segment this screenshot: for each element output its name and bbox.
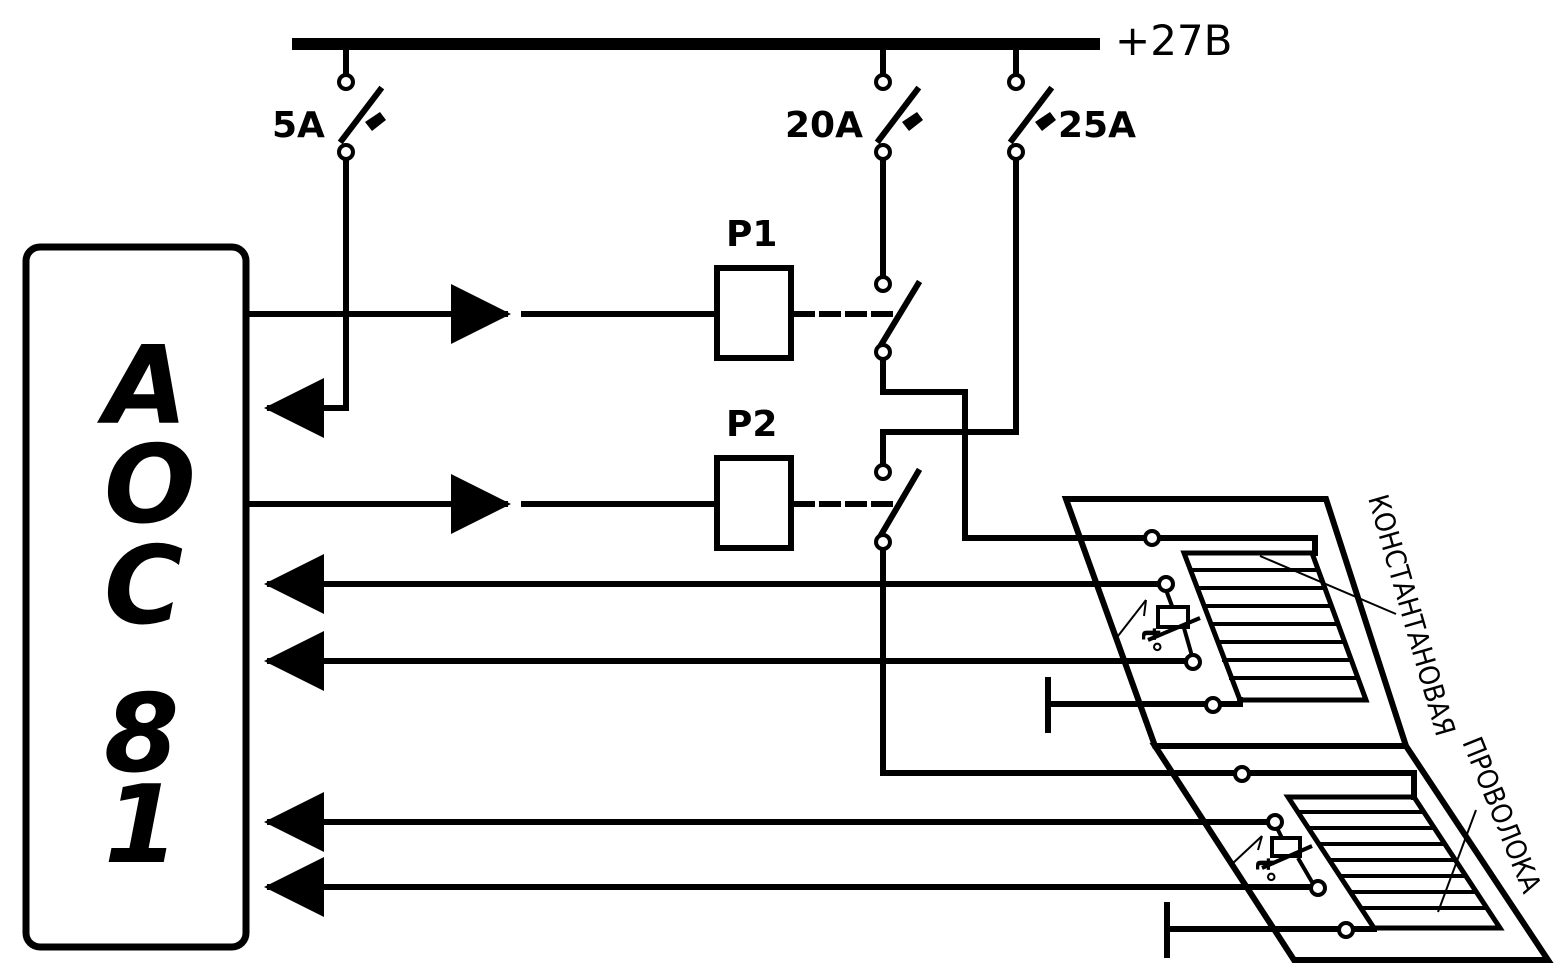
terminal-1a — [1143, 529, 1161, 547]
terminal-2b — [1266, 813, 1284, 831]
terminal-2c — [1309, 879, 1327, 897]
breaker-20a-label: 20А — [785, 105, 863, 146]
bus-voltage-label: +27В — [1115, 16, 1232, 65]
device-char-1: А — [96, 324, 188, 449]
ground-2 — [1164, 902, 1341, 958]
relay-p2-label: Р2 — [726, 404, 777, 445]
device-char-4: 8 — [104, 672, 179, 797]
heating-element-1 — [1141, 535, 1370, 707]
breaker-25a-label: 25А — [1058, 105, 1136, 146]
constantan-wire-label: КОНСТАНТАНОВАЯ — [1361, 491, 1461, 740]
terminal-1b — [1157, 575, 1175, 593]
terminal-2a — [1233, 765, 1251, 783]
thermistor-2-symbol: t° — [1249, 858, 1279, 883]
wire-5a-feed — [264, 157, 349, 438]
relay-p1-label: Р1 — [726, 214, 777, 255]
wire-word-label: ПРОВОЛОКА — [1456, 732, 1549, 898]
device-char-5: 1 — [104, 763, 179, 888]
device-char-3: С — [104, 524, 183, 649]
thermistor-1-symbol: t° — [1135, 628, 1165, 653]
breaker-5a: 5А — [272, 47, 386, 161]
device-char-2: О — [104, 423, 196, 548]
relay-p2: Р2 — [247, 404, 896, 551]
controller-box: А О С 8 1 — [22, 243, 250, 951]
relay-p1-contact — [874, 157, 1147, 541]
thermistor-1: t° — [1117, 589, 1201, 657]
terminal-1d — [1204, 696, 1222, 714]
terminal-1c — [1184, 653, 1202, 671]
heating-element-2 — [1239, 770, 1505, 932]
breaker-5a-label: 5А — [272, 105, 325, 146]
terminal-2d — [1337, 921, 1355, 939]
breaker-25a: 25А — [1007, 47, 1136, 161]
breaker-20a: 20А — [785, 47, 923, 161]
heater-panel — [1061, 496, 1554, 963]
relay-p2-contact — [874, 463, 1237, 776]
leader-line-2 — [1437, 809, 1477, 913]
leader-line-1 — [1259, 555, 1397, 615]
wire-25a-feed — [880, 157, 1019, 466]
thermistor-2: t° — [1231, 825, 1314, 883]
ground-1 — [1045, 677, 1209, 733]
relay-p1: Р1 — [247, 214, 896, 361]
